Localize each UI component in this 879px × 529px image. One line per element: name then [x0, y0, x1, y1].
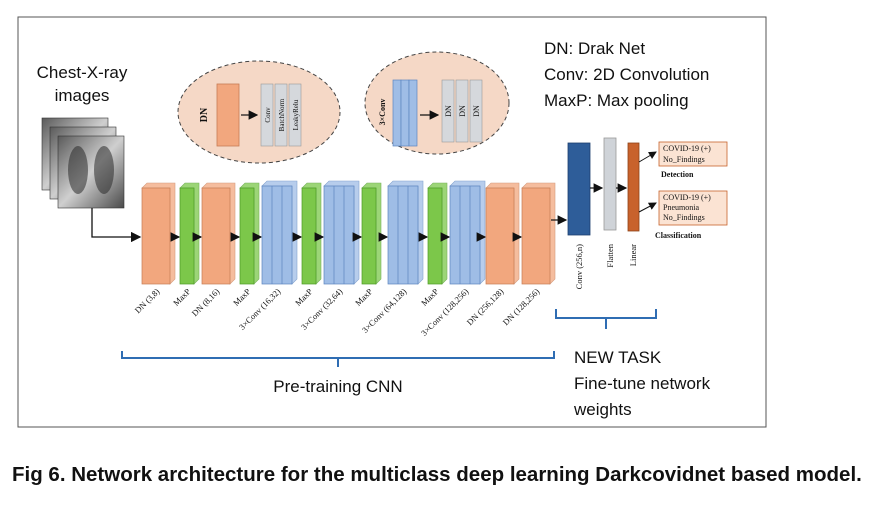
figure-caption: Fig 6. Network architecture for the mult… — [12, 463, 862, 486]
new-task-line2: Fine-tune network — [574, 374, 711, 393]
dn-layer-conv: Conv — [264, 107, 272, 123]
dn-layer-leakyrelu: LeakyRelu — [292, 99, 300, 130]
detection-class-1: COVID-19 (+) — [663, 144, 711, 153]
dn-block-detail: DN Conv BatchNorm LeakyRelu — [177, 60, 341, 164]
new-task-line3: weights — [573, 400, 632, 419]
pretrain-bracket — [121, 351, 555, 367]
xray-images — [41, 117, 125, 209]
legend-maxp: MaxP: Max pooling — [544, 91, 689, 110]
layer-block-12 — [485, 182, 520, 285]
layer-block-10 — [427, 182, 448, 285]
finetune-bracket — [555, 309, 657, 329]
linear-label: Linear — [628, 244, 638, 266]
conv-block-title: 3×Conv — [378, 99, 387, 126]
classification-output-box — [658, 190, 728, 226]
layer-block-7 — [323, 180, 360, 285]
conv-block-detail: 3×Conv DN DN DN — [364, 51, 510, 155]
classification-class-2: Pneumonia — [663, 203, 699, 212]
layer-block-5 — [261, 180, 298, 285]
input-label-line1: Chest-X-ray — [37, 63, 128, 82]
layer-block-6 — [301, 182, 322, 285]
layer-block-9 — [387, 180, 424, 285]
dn-block-title: DN — [199, 107, 210, 122]
layer-block-4 — [239, 182, 260, 285]
detection-output-box — [658, 141, 728, 167]
head-conv-label: Conv (256,n) — [574, 244, 584, 290]
detection-title: Detection — [661, 170, 694, 179]
classification-class-1: COVID-19 (+) — [663, 193, 711, 202]
conv-layer-dn-1: DN — [444, 105, 453, 117]
fine-tune-head: Conv (256,n) Flatten Linear COVID-19 (+)… — [551, 137, 728, 290]
conv-layer-dn-2: DN — [458, 105, 467, 117]
layer-block-2 — [179, 182, 200, 285]
classification-class-3: No_Findings — [663, 213, 705, 222]
new-task-line1: NEW TASK — [574, 348, 662, 367]
linear-block — [627, 142, 640, 232]
layer-block-11 — [449, 180, 486, 285]
layer-block-8 — [361, 182, 382, 285]
input-arrow — [91, 208, 142, 243]
flatten-block — [603, 137, 617, 231]
dn-layer-batchnorm: BatchNorm — [278, 98, 286, 131]
classification-title: Classification — [655, 231, 702, 240]
conv-layer-dn-3: DN — [472, 105, 481, 117]
input-label-line2: images — [55, 86, 110, 105]
legend-conv: Conv: 2D Convolution — [544, 65, 709, 84]
legend-dn: DN: Drak Net — [544, 39, 645, 58]
head-conv-block — [567, 142, 591, 236]
layer-block-13 — [521, 182, 556, 285]
layer-block-3 — [201, 182, 236, 285]
layer-block-1 — [141, 182, 176, 285]
flatten-label: Flatten — [605, 243, 615, 267]
detection-class-2: No_Findings — [663, 155, 705, 164]
pretrain-label: Pre-training CNN — [273, 377, 402, 396]
